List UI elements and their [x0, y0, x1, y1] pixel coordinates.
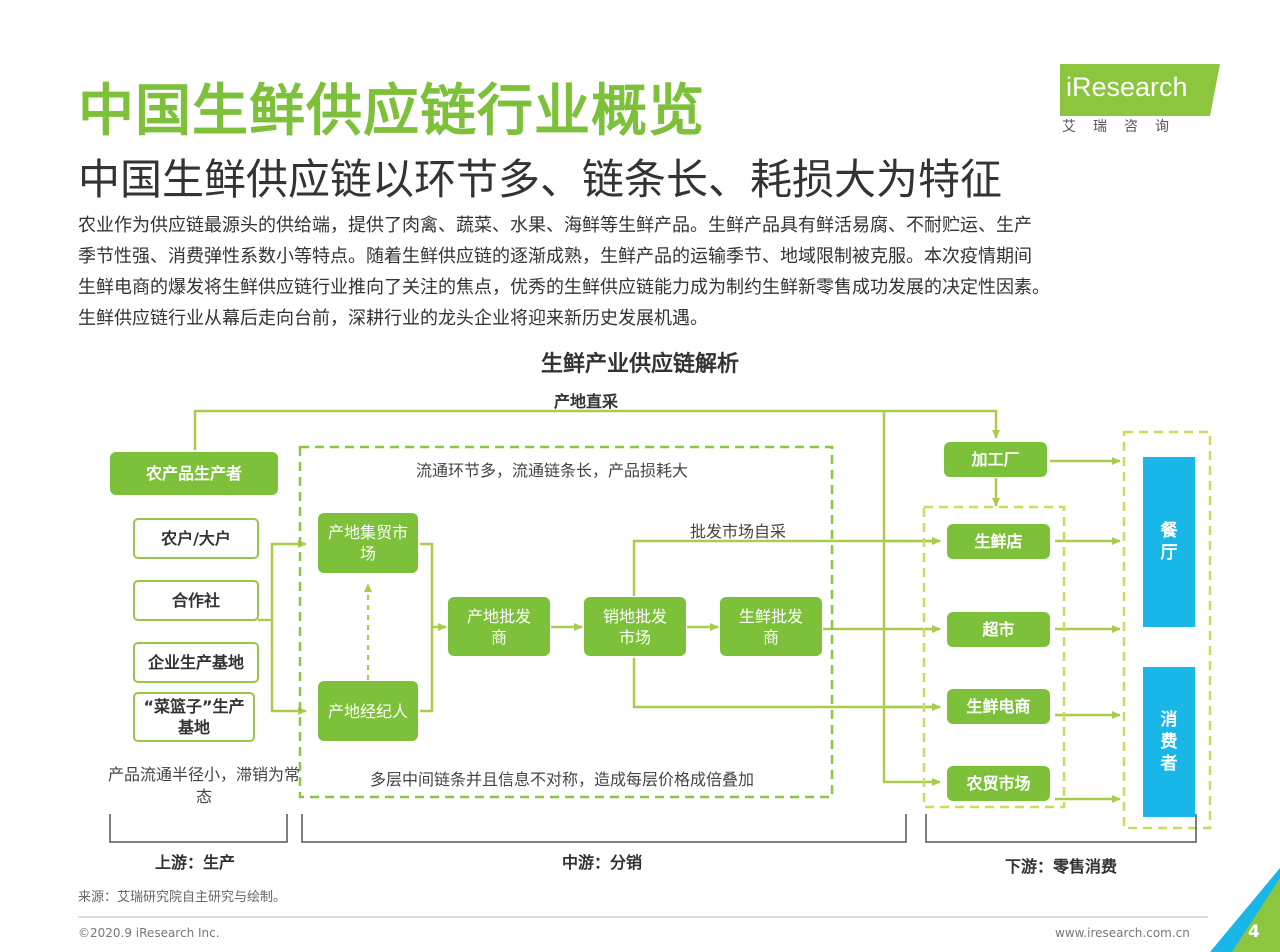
origin-direct-label: 产地直采 — [554, 392, 619, 411]
retail-box-supermarket: 超市 — [947, 612, 1050, 647]
factory-box: 加工厂 — [944, 442, 1047, 477]
source-note: 来源：艾瑞研究院自主研究与绘制。 — [78, 890, 287, 905]
diagram-title: 生鲜产业供应链解析 — [540, 352, 739, 377]
page-subtitle: 中国生鲜供应链以环节多、链条长、耗损大为特征 — [78, 155, 1003, 204]
producer-box: 农产品生产者 — [110, 452, 278, 495]
intro-line: 生鲜供应链行业从幕后走向台前，深耕行业的龙头企业将迎来新历史发展机遇。 — [78, 308, 708, 329]
corner-decoration — [1210, 868, 1280, 952]
logo-subtext: 艾瑞咨询 — [1062, 119, 1186, 135]
midstream-note-bottom: 多层中间链条并且信息不对称，造成每层价格成倍叠加 — [370, 770, 755, 789]
sales-market-box: 销地批发市场 — [584, 597, 686, 656]
stage-label-downstream: 下游：零售消费 — [1005, 857, 1118, 876]
intro-text: 农业作为供应链最源头的供给端，提供了肉禽、蔬菜、水果、海鲜等生鲜产品。生鲜产品具… — [78, 210, 1228, 334]
intro-line: 季节性强、消费弹性系数小等特点。随着生鲜供应链的逐渐成熟，生鲜产品的运输季节、地… — [78, 246, 1032, 267]
iresearch-logo — [1060, 64, 1220, 116]
fresh-wholesaler-box: 生鲜批发商 — [720, 597, 822, 656]
origin-broker-box: 产地经纪人 — [318, 681, 418, 741]
upstream-note: 产品流通半径小，滞销为常态 — [107, 765, 300, 806]
midstream-note-top: 流通环节多，流通链条长，产品损耗大 — [416, 461, 689, 480]
page-title: 中国生鲜供应链行业概览 — [78, 79, 705, 144]
page-number: 4 — [1248, 922, 1260, 942]
consumer-box-restaurant: 餐厅 — [1143, 457, 1195, 627]
stage-label-midstream: 中游：分销 — [562, 853, 643, 872]
origin-wholesaler-box: 产地批发商 — [448, 597, 550, 656]
footer-divider — [78, 916, 1208, 918]
intro-line: 生鲜电商的爆发将生鲜供应链行业推向了关注的焦点，优秀的生鲜供应链能力成为制约生鲜… — [78, 277, 1050, 298]
producer-type-box: 合作社 — [133, 580, 259, 621]
intro-line: 农业作为供应链最源头的供给端，提供了肉禽、蔬菜、水果、海鲜等生鲜产品。生鲜产品具… — [78, 215, 1032, 236]
consumer-box-consumer: 消费者 — [1143, 667, 1195, 817]
retail-box-fresh-ecommerce: 生鲜电商 — [947, 689, 1050, 724]
producer-type-box: “菜篮子”生产基地 — [133, 692, 255, 742]
producer-type-box: 企业生产基地 — [133, 642, 259, 683]
footer-website: www.iresearch.com.cn — [1055, 926, 1190, 940]
wholesale-direct-label: 批发市场自采 — [690, 522, 787, 541]
logo-wordmark: iResearch — [1066, 72, 1188, 102]
retail-box-fresh-store: 生鲜店 — [947, 524, 1050, 559]
stage-label-upstream: 上游：生产 — [155, 853, 236, 872]
footer-copyright: ©2020.9 iResearch Inc. — [78, 926, 220, 940]
producer-type-box: 农户/大户 — [133, 518, 259, 559]
origin-market-box: 产地集贸市场 — [318, 513, 418, 573]
retail-box-farmers-market: 农贸市场 — [947, 766, 1050, 801]
